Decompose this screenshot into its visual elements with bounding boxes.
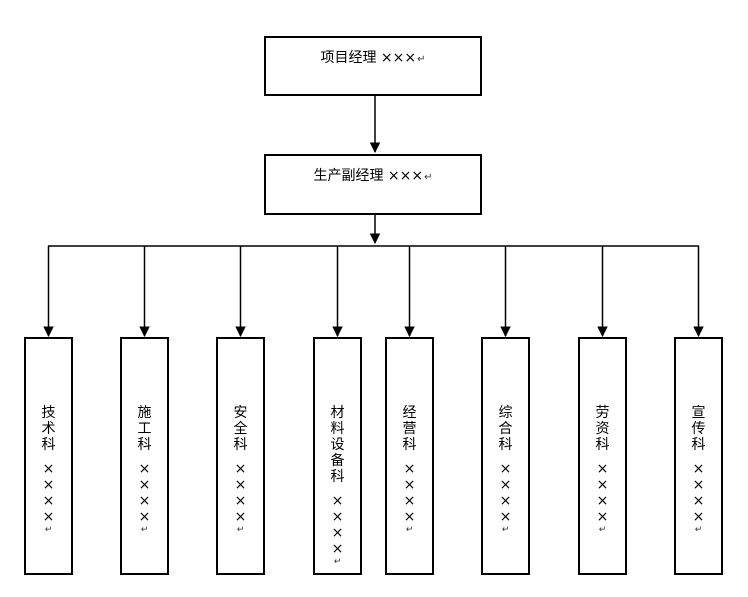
department-box: 技术科××××技术科××××↵ [24,337,73,575]
department-box: 经营科××××经营科××××↵ [385,337,434,575]
department-box: 综合科××××综合科××××↵ [481,337,530,575]
department-label: 材料设备科××××↵ [315,405,360,567]
deputy-production-manager-box: 生产副经理 ×××↵ [264,154,482,215]
department-box: 施工科××××施工科××××↵ [120,337,169,575]
department-label: 经营科××××↵ [387,405,432,535]
department-label: 宣传科××××↵ [676,405,721,535]
deputy-production-manager-label: 生产副经理 ×××↵ [313,168,433,184]
department-label: 安全科××××↵ [218,405,263,535]
department-box: 劳资科××××劳资科××××↵ [578,337,627,575]
return-mark: ↵ [598,525,607,535]
department-connectors [43,246,704,338]
department-label: 施工科××××↵ [122,405,167,535]
return-mark: ↵ [236,525,245,535]
return-mark: ↵ [405,525,414,535]
return-mark: ↵ [501,525,510,535]
department-label: 技术科××××↵ [26,405,71,535]
project-manager-label: 项目经理 ×××↵ [320,50,426,66]
department-label: 综合科××××↵ [483,405,528,535]
department-box: 安全科××××安全科××××↵ [216,337,265,575]
return-mark: ↵ [140,525,149,535]
return-mark: ↵ [333,557,342,567]
department-box: 宣传科××××宣传科××××↵ [674,337,723,575]
return-mark: ↵ [44,525,53,535]
return-mark: ↵ [694,525,703,535]
department-label: 劳资科××××↵ [580,405,625,535]
project-manager-box: 项目经理 ×××↵ [264,36,482,96]
